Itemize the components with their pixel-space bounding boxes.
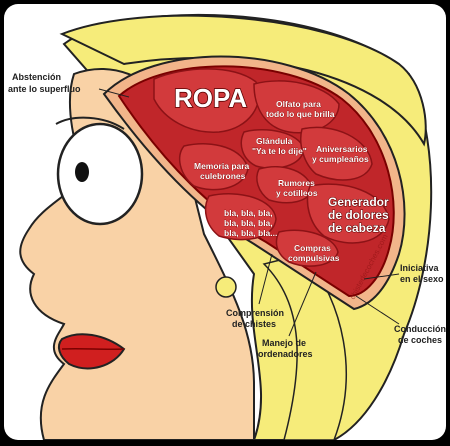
- label-bla-1: bla, bla, bla,: [224, 208, 273, 218]
- label-olfato-1: Olfato para: [276, 99, 321, 109]
- label-conduccion-2: de coches: [398, 335, 442, 345]
- illustration-frame: ROPA Olfato para todo lo que brilla Glán…: [4, 4, 446, 440]
- pointer-lines: [98, 88, 400, 337]
- label-manejo-1: Manejo de: [262, 338, 306, 348]
- label-generador-3: de cabeza: [328, 221, 386, 235]
- label-abstencion-2: ante lo superfluo: [8, 84, 81, 94]
- earring: [215, 276, 237, 298]
- label-bla-2: bla, bla, bla,: [224, 218, 273, 228]
- label-compras-1: Compras: [294, 243, 331, 253]
- head-illustration: ROPA Olfato para todo lo que brilla Glán…: [8, 13, 446, 440]
- label-aniversarios-1: Aniversarios: [316, 144, 368, 154]
- label-compras-2: compulsivas: [288, 253, 340, 263]
- label-memoria-1: Memoria para: [194, 161, 250, 171]
- label-abstencion-1: Abstención: [12, 72, 61, 82]
- label-rumores-1: Rumores: [278, 178, 315, 188]
- label-bla-3: bla, bla, bla...: [224, 228, 277, 238]
- label-generador-1: Generador: [328, 195, 389, 209]
- label-generador-2: de dolores: [328, 208, 389, 222]
- label-memoria-2: culebrones: [200, 171, 246, 181]
- brain-lobes: [153, 68, 390, 267]
- label-olfato-2: todo lo que brilla: [266, 109, 335, 119]
- label-aniversarios-2: y cumpleaños: [312, 154, 369, 164]
- label-iniciativa-1: Iniciativa: [400, 263, 440, 273]
- label-manejo-2: ordenadores: [258, 349, 313, 359]
- label-conduccion-1: Conducción: [394, 324, 446, 334]
- label-glandula-1: Glándula: [256, 136, 293, 146]
- label-glandula-2: "Ya te lo dije": [252, 146, 307, 156]
- label-ropa: ROPA: [174, 83, 247, 113]
- label-rumores-2: y cotilleos: [276, 188, 318, 198]
- label-comprension-1: Comprensión: [226, 308, 284, 318]
- label-comprension-2: de chistes: [232, 319, 276, 329]
- hair-side: [262, 253, 347, 440]
- eye: [55, 116, 144, 226]
- label-iniciativa-2: en el sexo: [400, 274, 444, 284]
- lips: [57, 333, 126, 370]
